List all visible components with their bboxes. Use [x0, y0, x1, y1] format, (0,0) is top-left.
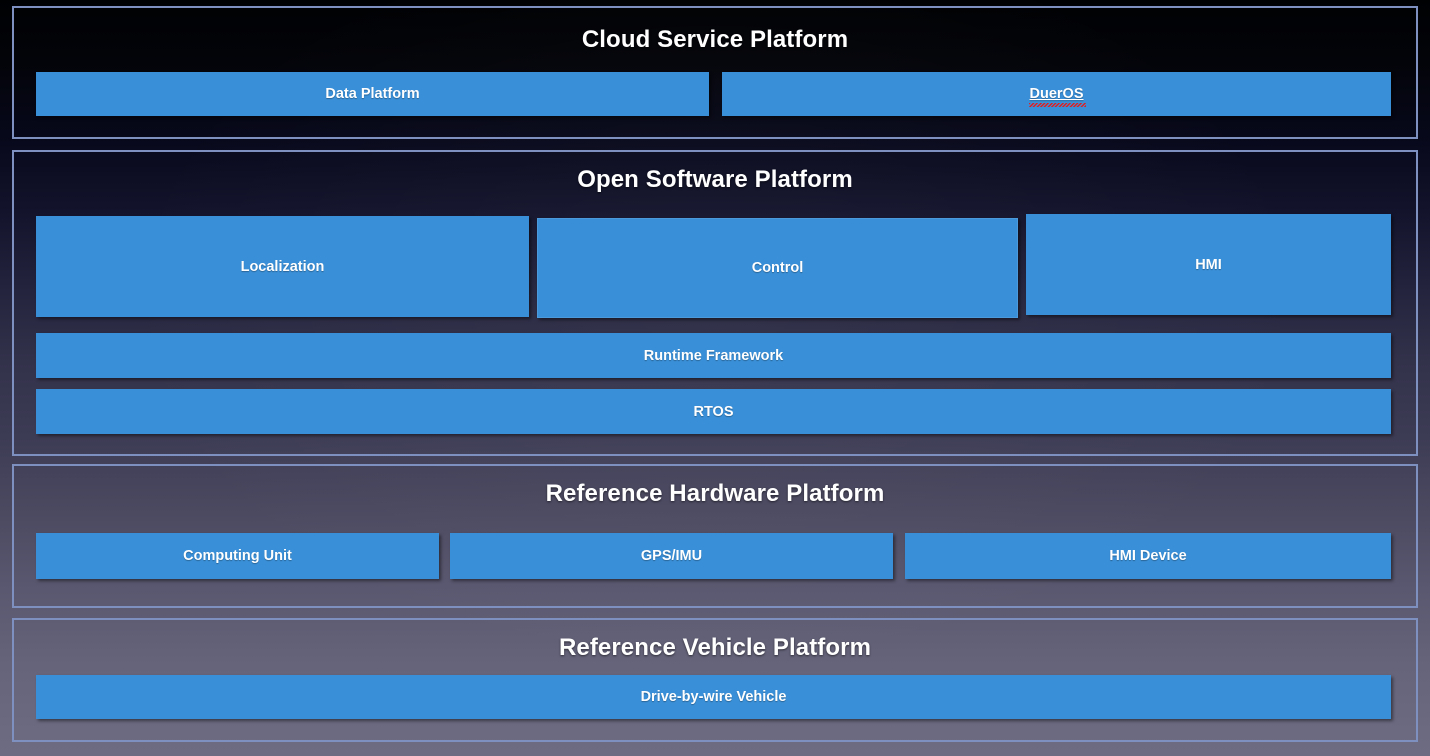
- box-label-computing-unit: Computing Unit: [183, 548, 292, 564]
- layer-panel-open-software-platform: Open Software Platform: [12, 150, 1418, 456]
- box-label-hmi: HMI: [1195, 256, 1222, 273]
- box-drive-by-wire-vehicle[interactable]: Drive-by-wire Vehicle: [36, 675, 1391, 719]
- box-hmi-device[interactable]: HMI Device: [905, 533, 1391, 579]
- layer-title-open-software-platform: Open Software Platform: [577, 166, 853, 193]
- layer-title-reference-vehicle-platform: Reference Vehicle Platform: [558, 634, 872, 661]
- box-data-platform[interactable]: Data Platform: [36, 72, 709, 116]
- box-control[interactable]: Control: [537, 218, 1018, 318]
- box-label-localization: Localization: [240, 258, 325, 275]
- layer-title-reference-hardware-platform: Reference Hardware Platform: [545, 480, 885, 507]
- box-dueros[interactable]: DuerOS: [722, 72, 1391, 116]
- box-label-dueros: DuerOS: [1029, 86, 1084, 102]
- box-label-gps-imu: GPS/IMU: [640, 548, 703, 564]
- layer-panel-cloud-service-platform: Cloud Service Platform: [12, 6, 1418, 139]
- layer-panel-reference-vehicle-platform: Reference Vehicle Platform: [12, 618, 1418, 742]
- box-label-data-platform: Data Platform: [325, 86, 420, 102]
- layer-title-cloud-service-platform: Cloud Service Platform: [581, 26, 849, 53]
- layer-panel-reference-hardware-platform: Reference Hardware Platform: [12, 464, 1418, 608]
- box-gps-imu[interactable]: GPS/IMU: [450, 533, 893, 579]
- box-hmi[interactable]: HMI: [1026, 214, 1391, 315]
- box-runtime-framework[interactable]: Runtime Framework: [36, 333, 1391, 378]
- box-label-control: Control: [751, 260, 804, 276]
- box-label-hmi-device: HMI Device: [1109, 548, 1187, 564]
- box-label-runtime-framework: Runtime Framework: [643, 347, 784, 364]
- box-localization[interactable]: Localization: [36, 216, 529, 317]
- box-label-drive-by-wire-vehicle: Drive-by-wire Vehicle: [640, 689, 787, 705]
- box-rtos[interactable]: RTOS: [36, 389, 1391, 434]
- box-label-rtos: RTOS: [693, 403, 734, 420]
- box-computing-unit[interactable]: Computing Unit: [36, 533, 439, 579]
